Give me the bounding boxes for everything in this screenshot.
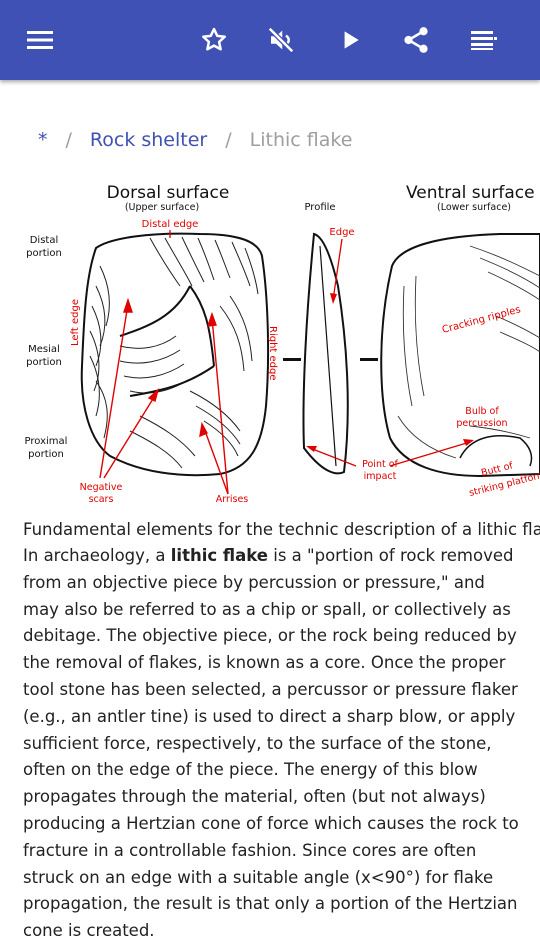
share-icon: [404, 27, 428, 53]
breadcrumb-separator: /: [65, 129, 72, 151]
menu-button[interactable]: [20, 20, 60, 60]
proximal-portion-label: Proximal: [25, 436, 68, 447]
bulb-of-percussion-label: Bulb of: [465, 406, 499, 417]
dorsal-surface-title: Dorsal surface: [107, 183, 230, 203]
point-of-impact-label: impact: [364, 471, 397, 482]
app-bar: [0, 0, 540, 80]
right-edge-label: Right edge: [267, 326, 278, 381]
breadcrumb: * / Rock shelter / Lithic flake: [38, 126, 352, 154]
list-icon: [471, 31, 497, 50]
breadcrumb-current: Lithic flake: [249, 129, 353, 151]
figure-caption: Fundamental elements for the technic des…: [23, 520, 540, 539]
profile-title: Profile: [304, 202, 335, 213]
play-icon: [344, 31, 359, 49]
point-of-impact-label: Point of: [362, 459, 398, 470]
annotation-arrows: [99, 297, 229, 495]
arrises-label: Arrises: [216, 494, 249, 505]
bulb-of-percussion-label: percussion: [456, 418, 507, 429]
distal-portion-label: Distal: [30, 235, 59, 246]
article-body: In archaeology, a lithic flake is a "por…: [23, 543, 523, 945]
dorsal-hatching: [89, 236, 259, 469]
breadcrumb-root-link[interactable]: *: [38, 129, 48, 151]
breadcrumb-separator: /: [225, 129, 232, 151]
negative-scars-label: Negative: [80, 482, 123, 493]
star-icon: [202, 27, 226, 51]
distal-edge-label: Distal edge: [142, 219, 199, 230]
menu-icon: [27, 31, 53, 49]
ventral-surface-title: Ventral surface: [406, 183, 535, 203]
dorsal-surface-subtitle: (Upper surface): [125, 202, 199, 213]
ventral-ripples: [397, 245, 540, 459]
article-term: lithic flake: [170, 546, 268, 565]
breadcrumb-parent-link[interactable]: Rock shelter: [89, 129, 208, 151]
bookmark-button[interactable]: [194, 20, 234, 60]
share-button[interactable]: [396, 20, 436, 60]
article-text: is a "portion of rock removed from an ob…: [23, 546, 519, 941]
edge-label: Edge: [329, 227, 354, 238]
left-edge-label: Left edge: [70, 299, 81, 346]
negative-scars-label: scars: [89, 494, 114, 505]
mesial-portion-label: Mesial: [28, 344, 60, 355]
distal-portion-label: portion: [26, 248, 62, 259]
volume-off-icon: [267, 26, 295, 54]
proximal-portion-label: portion: [28, 449, 64, 460]
article-intro: In archaeology, a: [23, 546, 171, 565]
lithic-flake-diagram[interactable]: Dorsal surface (Upper surface) Profile V…: [0, 176, 540, 512]
contents-button[interactable]: [464, 20, 504, 60]
play-button[interactable]: [330, 20, 370, 60]
mesial-portion-label: portion: [26, 357, 62, 368]
mute-button[interactable]: [261, 20, 301, 60]
ventral-surface-subtitle: (Lower surface): [437, 202, 511, 213]
